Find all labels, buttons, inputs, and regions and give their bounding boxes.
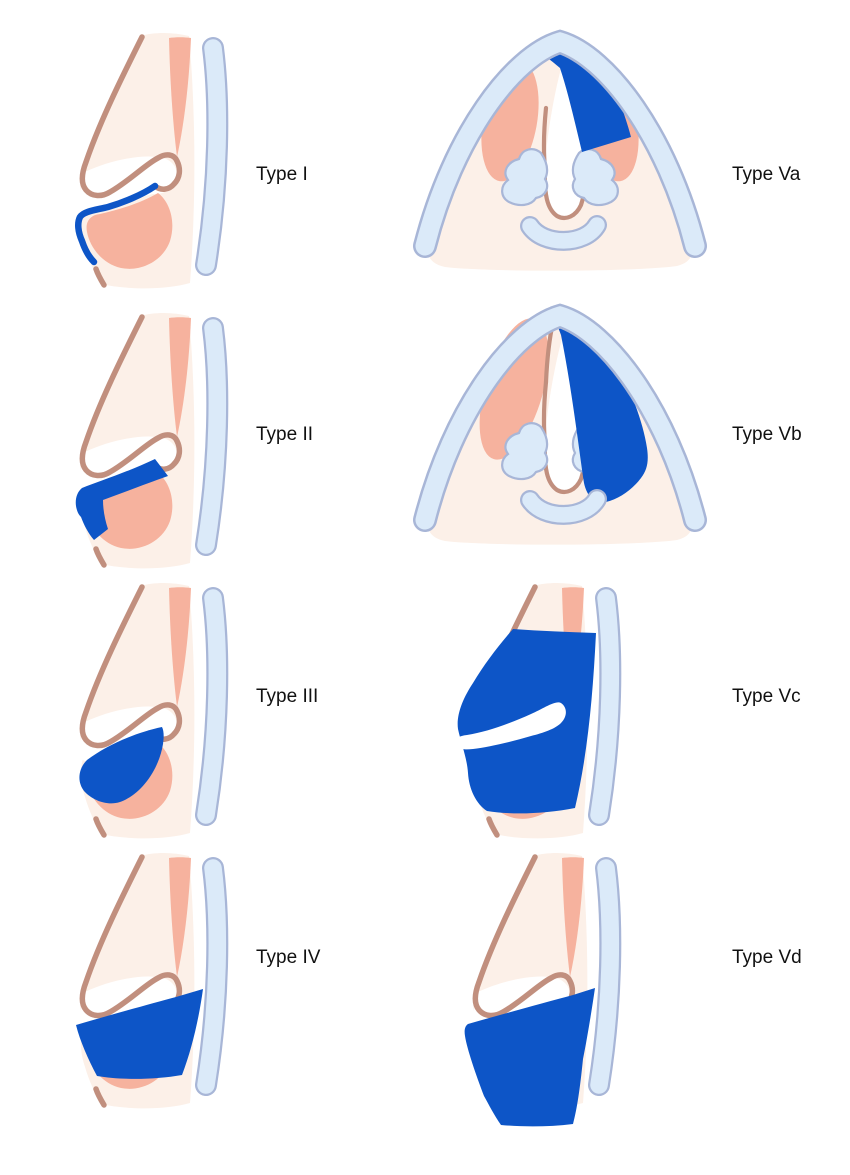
highlight-region-type-i <box>75 182 159 266</box>
highlight-region-type-ii <box>75 459 168 540</box>
panel-type-iii <box>70 583 260 863</box>
panel-type-vb <box>395 290 725 552</box>
label-type-iv: Type IV <box>256 947 321 968</box>
panel-type-ii <box>70 313 260 593</box>
illustration-type-vd <box>464 853 653 1127</box>
nostril-cutout-type-vc <box>455 702 566 750</box>
label-type-va: Type Va <box>732 164 801 185</box>
label-type-vb: Type Vb <box>732 424 802 445</box>
label-type-vd: Type Vd <box>732 947 802 968</box>
illustration-type-vb <box>395 290 725 545</box>
panel-type-vd <box>463 853 653 1133</box>
illustration-type-iii <box>70 583 260 863</box>
panel-type-vc <box>455 583 653 863</box>
panel-type-i <box>70 33 260 313</box>
illustration-type-i <box>75 33 260 313</box>
label-type-iii: Type III <box>256 686 319 707</box>
highlight-region-type-va <box>532 32 631 152</box>
panel-type-va <box>395 16 725 278</box>
illustration-type-ii <box>75 313 260 593</box>
label-type-i: Type I <box>256 164 308 185</box>
highlight-region-type-iii <box>79 727 164 804</box>
label-type-ii: Type II <box>256 424 314 445</box>
illustration-type-iv <box>76 853 260 1133</box>
highlight-region-type-iv <box>76 989 203 1079</box>
panel-type-iv <box>70 853 260 1133</box>
highlight-region-type-vd <box>464 988 595 1127</box>
illustration-type-vc <box>455 583 653 863</box>
highlight-region-type-vb <box>550 304 648 503</box>
illustration-type-va <box>395 16 725 271</box>
label-type-vc: Type Vc <box>732 686 801 707</box>
